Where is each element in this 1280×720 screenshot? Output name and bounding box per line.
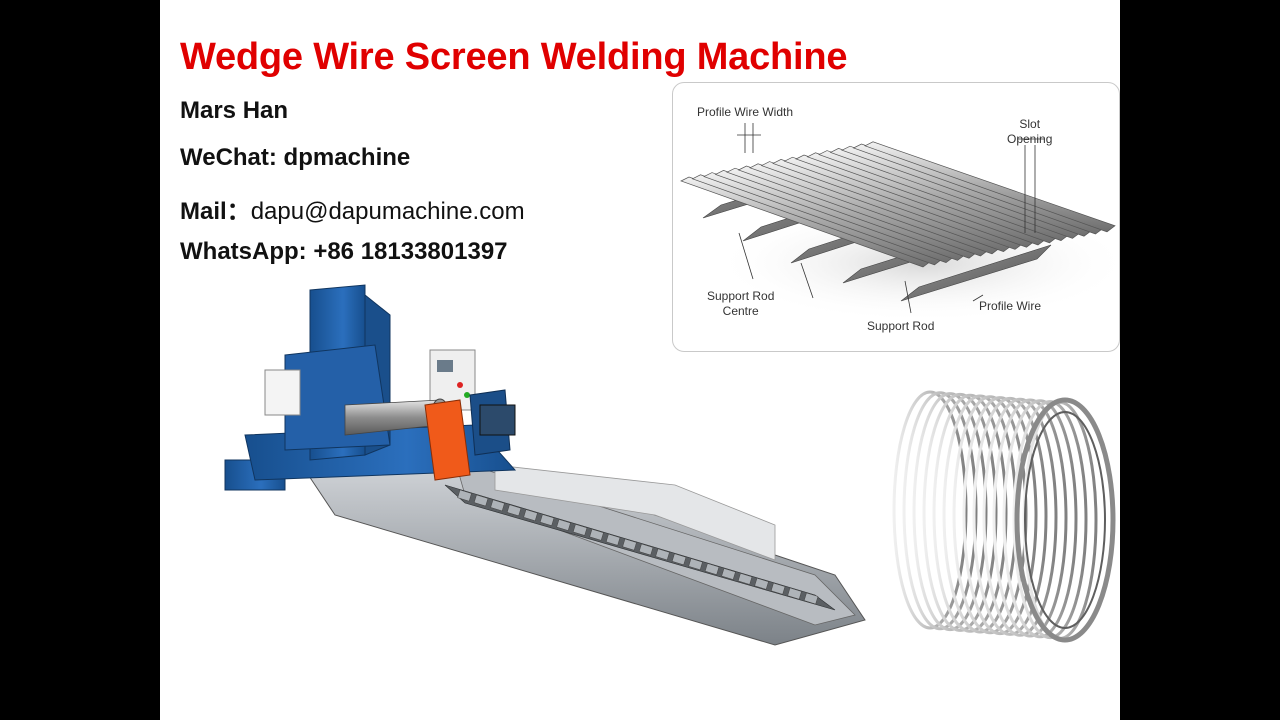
- cable-chain-link: [589, 528, 604, 541]
- cable-chain-link: [803, 592, 819, 605]
- screen-wire-ring: [972, 396, 1048, 636]
- cable-chain-link: [787, 587, 802, 600]
- wedge-wire-screen-image: [892, 390, 1116, 643]
- mail-value: dapu@dapumachine.com: [250, 198, 525, 225]
- screen-wire-ring: [912, 392, 988, 632]
- mail-label: Mail：: [180, 198, 251, 225]
- wedge-wire-diagram-illustration: [680, 123, 1119, 323]
- contact-whatsapp: WhatsApp: +86 18133801397: [180, 238, 508, 265]
- cable-chain-link: [655, 548, 670, 561]
- cable-chain-link: [473, 494, 489, 507]
- profile-wire-bar: [864, 141, 1116, 233]
- label-opening: Opening: [1007, 132, 1053, 146]
- cable-chain-link: [704, 563, 720, 575]
- cable-chain-link: [506, 504, 522, 517]
- welding-machine-image: [224, 284, 866, 646]
- screen-wire-ring: [922, 392, 998, 632]
- profile-wires: [680, 141, 1116, 268]
- cable-chain-link: [605, 533, 621, 546]
- label-support-rod-centre: Support Rod Centre: [707, 289, 774, 319]
- contact-mail: Mail：dapu@dapumachine.com: [180, 191, 525, 226]
- cable-chain-link: [556, 519, 571, 531]
- screen-wire-ring: [962, 396, 1038, 636]
- cable-chain-link: [688, 558, 703, 571]
- screen-wire-ring: [902, 391, 978, 631]
- cable-chain-link: [457, 489, 472, 502]
- cable-chain-link: [490, 499, 505, 512]
- cable-chain-link: [754, 577, 769, 590]
- screen-wire-ring: [992, 398, 1068, 638]
- label-support-rod-line: Support Rod: [707, 289, 775, 303]
- cable-chain-link: [737, 572, 753, 585]
- screen-wire-ring: [892, 390, 968, 630]
- cable-chain-link: [638, 543, 654, 556]
- screen-wire-ring: [1002, 399, 1078, 639]
- label-slot: Slot: [1019, 117, 1041, 131]
- cable-chain-link: [671, 553, 687, 566]
- label-profile-wire-width: Profile Wire Width: [697, 105, 794, 119]
- contact-wechat: WeChat: dpmachine: [180, 144, 411, 171]
- cable-chain-link: [622, 538, 637, 551]
- label-centre-line: Centre: [722, 304, 759, 318]
- cable-chain-link: [572, 523, 588, 536]
- screen-wire-ring: [932, 393, 1008, 633]
- contact-name: Mars Han: [180, 97, 289, 124]
- wedge-wire-diagram: Profile Wire Width Slot Opening Support …: [672, 82, 1120, 352]
- slide-title: Wedge Wire Screen Welding Machine: [180, 36, 848, 78]
- label-profile-wire: Profile Wire: [979, 299, 1042, 313]
- cable-chain-link: [539, 514, 555, 526]
- screen-wire-ring: [1012, 400, 1088, 640]
- label-slot-opening: Slot Opening: [1007, 117, 1052, 147]
- label-support-rod: Support Rod: [867, 319, 935, 333]
- cable-chain-link: [721, 568, 736, 580]
- cable-chain-link: [770, 582, 786, 595]
- slide: Wedge Wire Screen Welding Machine Mars H…: [160, 0, 1120, 720]
- screen-wire-ring: [982, 397, 1058, 637]
- cable-chain-link: [523, 509, 538, 522]
